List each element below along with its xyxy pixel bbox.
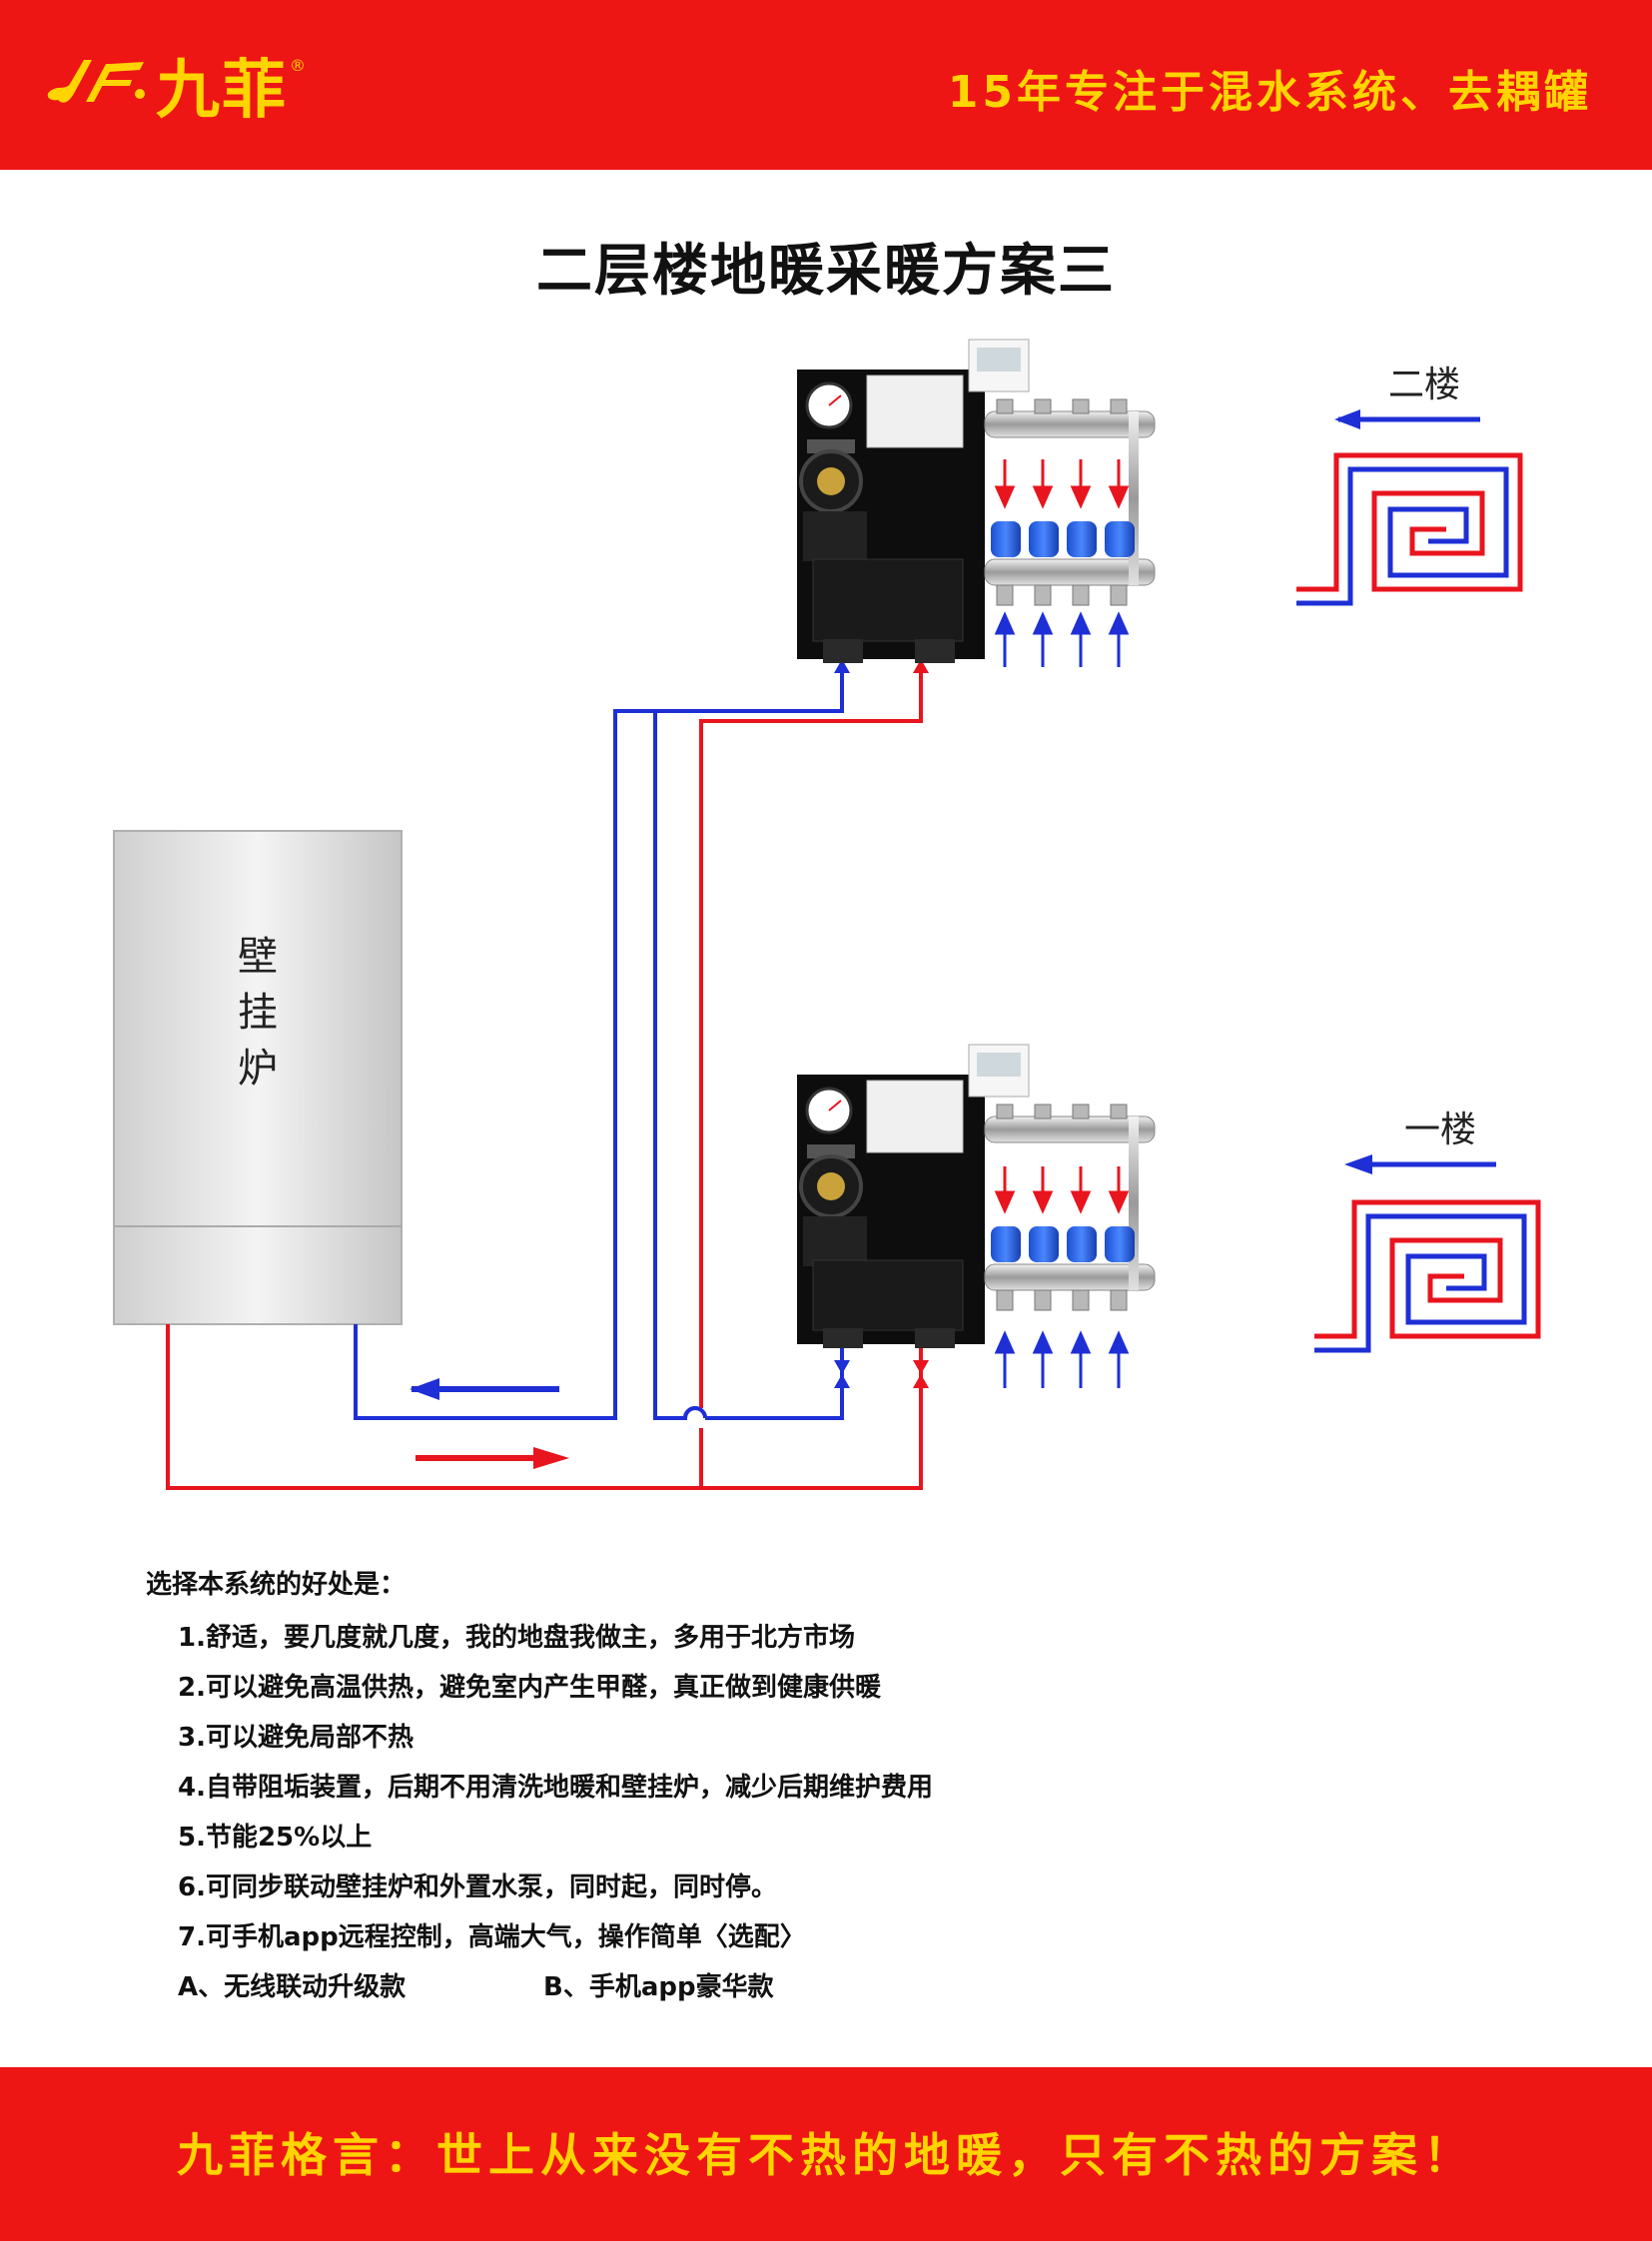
manifold-floor1 [984,1104,1156,1311]
footer-motto: 九菲格言：世上从来没有不热的地暖，只有不热的方案！ [177,2128,1475,2182]
option-a: A、无线联动升级款 [178,1972,407,2002]
brand-logo: 九菲 ® [40,40,306,130]
floor-coil-floor2 [1296,409,1523,606]
bottom-banner: 九菲格言：世上从来没有不热的地暖，只有不热的方案！ [0,2067,1652,2241]
floor2-label: 二楼 [1388,365,1461,405]
return-pipes [354,639,844,1420]
supply-pipes [166,639,923,1490]
top-banner: 九菲 ® 15年专注于混水系统、去耦罐 [0,0,1652,170]
jf-logo-icon [47,60,145,103]
manifold-floor2 [984,398,1156,606]
registered-mark: ® [290,55,306,75]
benefits-intro: 选择本系统的好处是： [146,1570,407,1600]
mixing-unit-floor2 [797,339,1030,663]
manifold-arrows-floor1 [994,1166,1130,1388]
benefits-section: 选择本系统的好处是： 1.舒适，要几度就几度，我的地盘我做主，多用于北方市场 2… [146,1564,933,2012]
benefit-item: 3.可以避免局部不热 [178,1723,413,1753]
floor-coil-floor1 [1314,1154,1541,1353]
floor1-label: 一楼 [1404,1110,1477,1150]
wall-boiler [113,830,403,1325]
benefit-item: 7.可手机app远程控制，高端大气，操作简单〈选配〉 [178,1922,806,1952]
pipe-bridge [683,1406,707,1419]
benefit-item: 4.自带阻垢装置，后期不用清洗地暖和壁挂炉，减少后期维护费用 [178,1773,933,1803]
page-title: 二层楼地暖采暖方案三 [536,239,1116,304]
benefit-item: 5.节能25%以上 [178,1823,373,1853]
return-flow-arrowhead [410,1378,439,1400]
header-slogan: 15年专注于混水系统、去耦罐 [947,67,1592,118]
mixing-unit-floor1 [797,1044,1030,1348]
boiler-label: 壁挂炉 [238,934,278,1092]
option-b: B、手机app豪华款 [543,1972,774,2002]
benefit-item: 2.可以避免高温供热，避免室内产生甲醛，真正做到健康供暖 [178,1673,881,1703]
supply-flow-arrowhead [533,1447,569,1469]
benefit-item: 1.舒适，要几度就几度，我的地盘我做主，多用于北方市场 [178,1623,855,1653]
manifold-arrows-floor2 [994,459,1130,667]
option-row: A、无线联动升级款 B、手机app豪华款 [178,1962,933,2012]
benefit-item: 6.可同步联动壁挂炉和外置水泵，同时起，同时停。 [178,1872,777,1902]
brand-name: 九菲 [156,54,288,128]
